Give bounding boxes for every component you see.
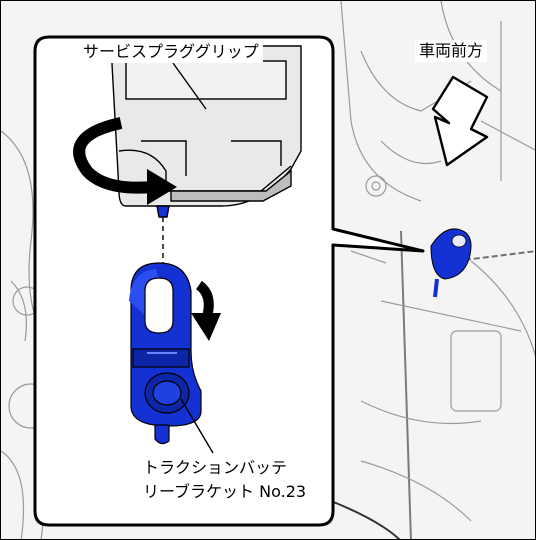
grip-label-part-b: グリップ bbox=[194, 42, 259, 61]
curved-arrow-icon bbox=[73, 117, 177, 205]
service-plug-grip-label: サービスプラググリップ bbox=[79, 41, 263, 63]
traction-battery-bracket bbox=[129, 262, 202, 445]
bracket-leader-line bbox=[180, 398, 214, 454]
grip-leader-line bbox=[172, 62, 207, 110]
vehicle-front-arrow bbox=[431, 75, 489, 167]
vehicle-front-label: 車両前方 bbox=[415, 40, 488, 62]
traction-battery-bracket-label: トラクションバッテ リーブラケット No.23 bbox=[143, 456, 353, 504]
installed-bracket bbox=[430, 228, 472, 298]
service-plug-grip bbox=[110, 45, 302, 218]
bracket-label-line-2: リーブラケット No.23 bbox=[143, 482, 307, 501]
grip-label-part-a: サービスプラグ bbox=[83, 42, 195, 61]
down-arrow-icon bbox=[191, 280, 221, 341]
bracket-label-line-1: トラクションバッテ bbox=[143, 458, 288, 477]
